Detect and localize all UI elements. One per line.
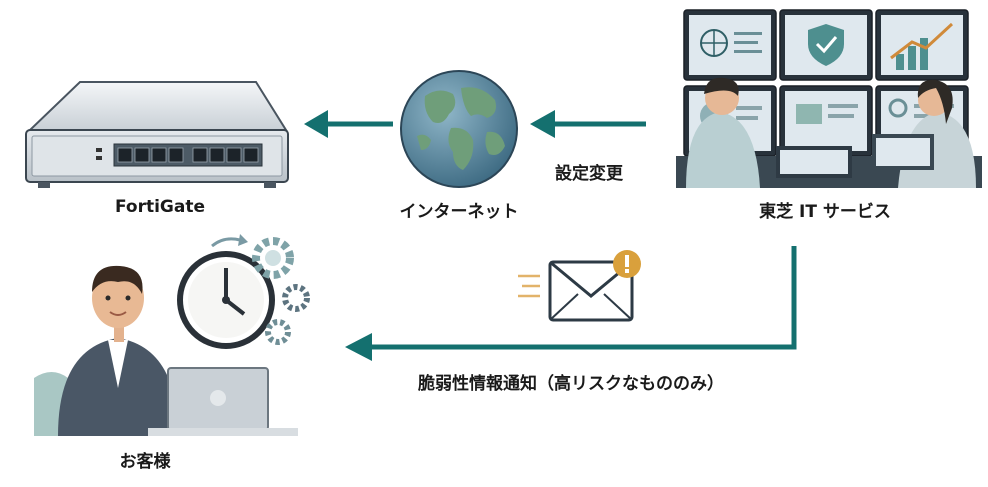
arrow-toshiba-to-internet bbox=[530, 110, 646, 138]
globe-icon bbox=[400, 70, 518, 188]
network-appliance-icon bbox=[25, 81, 289, 188]
internet-node bbox=[395, 66, 523, 192]
arrow-internet-to-fortigate bbox=[304, 110, 393, 138]
clock-gears-icon bbox=[177, 234, 310, 349]
toshiba-label: 東芝 IT サービス bbox=[759, 202, 891, 222]
internet-label: インターネット bbox=[399, 202, 519, 222]
toshiba-operations-center bbox=[676, 6, 982, 188]
customer-scene bbox=[28, 228, 318, 436]
config-change-label: 設定変更 bbox=[555, 164, 623, 184]
vuln-notice-label: 脆弱性情報通知（高リスクなもののみ） bbox=[418, 374, 724, 394]
mail-alert bbox=[514, 248, 646, 328]
fortigate-label: FortiGate bbox=[114, 197, 206, 217]
businessman-laptop-icon bbox=[34, 234, 310, 436]
it-operators-icon bbox=[676, 9, 982, 188]
arrow-toshiba-to-customer bbox=[345, 246, 797, 361]
fortigate-device bbox=[18, 72, 293, 192]
customer-label: お客様 bbox=[119, 452, 171, 472]
mail-alert-icon bbox=[518, 250, 641, 322]
